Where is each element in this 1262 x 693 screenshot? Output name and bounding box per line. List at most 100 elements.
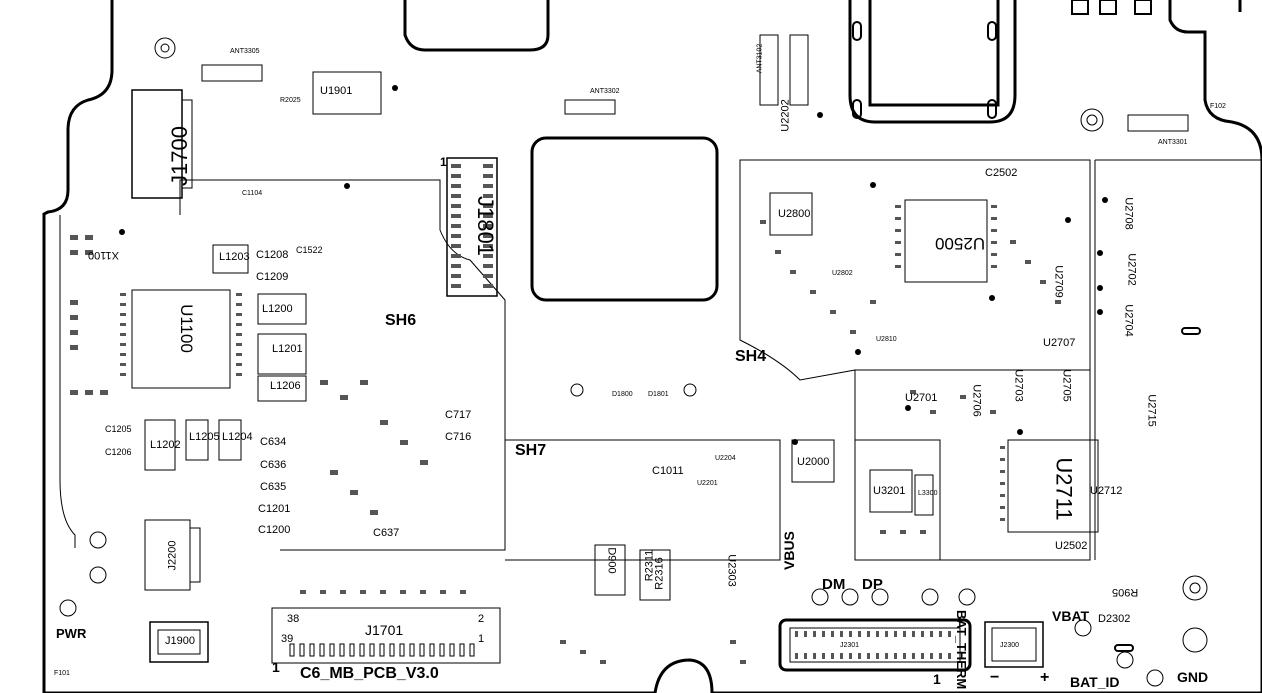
- label-u2705: U2705: [1060, 369, 1073, 402]
- label-u2202: U2202: [779, 99, 792, 132]
- label-c2502: C2502: [985, 167, 1018, 179]
- pad-label-gnd: GND: [1177, 669, 1209, 685]
- label-ant3301: ANT3301: [1158, 139, 1188, 146]
- label-c1522: C1522: [296, 245, 323, 255]
- label-ant3302: ANT3302: [590, 88, 620, 95]
- label-u1901: U1901: [320, 85, 353, 97]
- j1801-connector: [446, 157, 498, 297]
- label-d900: D900: [605, 547, 618, 574]
- label-l1204: L1204: [222, 431, 253, 443]
- label-j1801: J1801: [472, 196, 498, 256]
- section-label-sh7: SH7: [515, 442, 547, 459]
- board-title: C6_MB_PCB_V3.0: [300, 665, 439, 682]
- pad-label-bat-id: BAT_ID: [1070, 674, 1120, 690]
- label-j2301: J2301: [840, 642, 860, 649]
- label-l1202: L1202: [150, 439, 181, 451]
- u3201-chip: [869, 469, 934, 516]
- label-l1200: L1200: [262, 303, 293, 315]
- label-r2316: R2316: [653, 557, 666, 590]
- large-cutouts: [403, 0, 1017, 302]
- label-u2502: U2502: [1055, 540, 1088, 552]
- label-u2704: U2704: [1122, 304, 1135, 337]
- label-u2000: U2000: [797, 456, 830, 468]
- j2301-connector: [778, 618, 972, 672]
- label-c1209: C1209: [256, 271, 289, 283]
- label-u2800: U2800: [778, 208, 811, 220]
- label-d1801: D1801: [648, 391, 669, 398]
- label-r905: R905: [1112, 586, 1139, 598]
- u2000-chip: [791, 439, 835, 483]
- label-u2810: U2810: [876, 336, 897, 343]
- label-l1201: L1201: [272, 343, 303, 355]
- label-j1801-pin1-mark: 1: [440, 155, 447, 169]
- label-u2711: U2711: [1051, 457, 1077, 521]
- label-j1701-pin-38: 38: [287, 613, 300, 625]
- label-u2500: U2500: [935, 234, 986, 253]
- label-u3201: U3201: [873, 485, 906, 497]
- label-j1701-pin-1: 1: [478, 633, 485, 645]
- label-u2201: U2201: [697, 480, 718, 487]
- pad-label-dm: DM: [822, 576, 846, 593]
- label-j2301-pin1-mark: 1: [933, 671, 941, 687]
- label-f102: F102: [1210, 103, 1226, 110]
- pad-label-pwr: PWR: [56, 626, 87, 641]
- label-u2707: U2707: [1043, 337, 1076, 349]
- label-c635: C635: [260, 481, 287, 493]
- board-outline: [42, 0, 1262, 693]
- label-c1205: C1205: [105, 424, 132, 434]
- label-u2702: U2702: [1125, 253, 1138, 286]
- label-c634: C634: [260, 436, 287, 448]
- label-u2706: U2706: [970, 384, 983, 417]
- label-d1800: D1800: [612, 391, 633, 398]
- label-f101: F101: [54, 670, 70, 677]
- label-l1203: L1203: [219, 251, 250, 263]
- j1900-connector: [149, 621, 209, 663]
- label-j2300: J2300: [1000, 642, 1020, 649]
- j2300-connector: [984, 621, 1044, 668]
- label-l1206: L1206: [270, 380, 301, 392]
- label-j2300-plus: +: [1040, 669, 1050, 686]
- label-c1208: C1208: [256, 249, 289, 261]
- label-u1100: U1100: [176, 304, 196, 353]
- shield-outlines: [59, 159, 1262, 561]
- label-j1701: J1701: [365, 622, 404, 638]
- label-c637: C637: [373, 527, 400, 539]
- u2500-chip: [895, 199, 997, 283]
- label-c1206: C1206: [105, 447, 132, 457]
- u2800-chip: [769, 192, 813, 236]
- u1100-chip: [120, 289, 242, 389]
- label-j2200: J2200: [166, 540, 179, 571]
- label-x1100: X1100: [88, 249, 119, 261]
- j1701-connector: [271, 607, 501, 664]
- label-u2204: U2204: [715, 455, 736, 462]
- label-c636: C636: [260, 459, 287, 471]
- section-label-sh4: SH4: [735, 348, 767, 365]
- label-ant3102: ANT3102: [756, 43, 764, 74]
- inductor-boxes: [144, 244, 671, 601]
- label-r2025: R2025: [280, 97, 301, 104]
- slot-marks: [852, 0, 1201, 652]
- label-l1205: L1205: [189, 431, 220, 443]
- pad-label-dp: DP: [862, 576, 883, 593]
- j2200-connector: [144, 519, 201, 591]
- pad-label-bat-therm: BAT_THERM: [954, 610, 969, 690]
- label-u2701: U2701: [905, 392, 938, 404]
- via-dots: [119, 85, 1108, 445]
- label-u2303: U2303: [725, 554, 738, 587]
- label-u2715: U2715: [1145, 394, 1158, 427]
- label-j1701-pin1-mark: 1: [272, 659, 280, 675]
- label-c716: C716: [445, 431, 472, 443]
- label-j1701-pin-2: 2: [478, 613, 485, 625]
- label-u2802: U2802: [832, 270, 853, 277]
- label-l3300: L3300: [918, 490, 938, 497]
- antenna-pads: [201, 34, 1189, 132]
- label-c717: C717: [445, 409, 472, 421]
- label-u2712: U2712: [1090, 485, 1123, 497]
- label-c1104: C1104: [242, 190, 263, 197]
- u2711-chip: [1000, 439, 1099, 533]
- label-u2703: U2703: [1012, 369, 1025, 402]
- label-c1200: C1200: [258, 524, 291, 536]
- pad-label-vbus: VBUS: [781, 531, 797, 570]
- label-j1900: J1900: [165, 635, 195, 647]
